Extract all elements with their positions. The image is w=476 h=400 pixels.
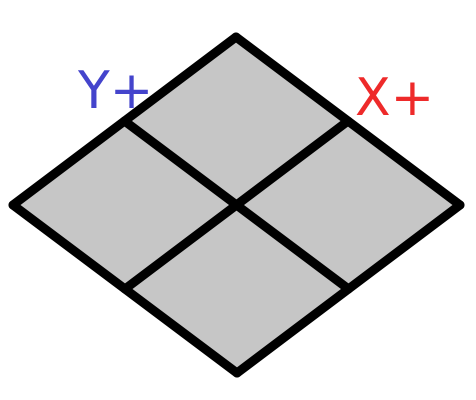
grid-line-y — [8, 32, 241, 210]
x-axis-label: X+ — [355, 68, 434, 128]
grid-outlines — [8, 32, 465, 378]
grid-line-y — [232, 200, 465, 378]
grid-line-y — [120, 116, 353, 294]
y-axis-label: Y+ — [77, 61, 153, 121]
